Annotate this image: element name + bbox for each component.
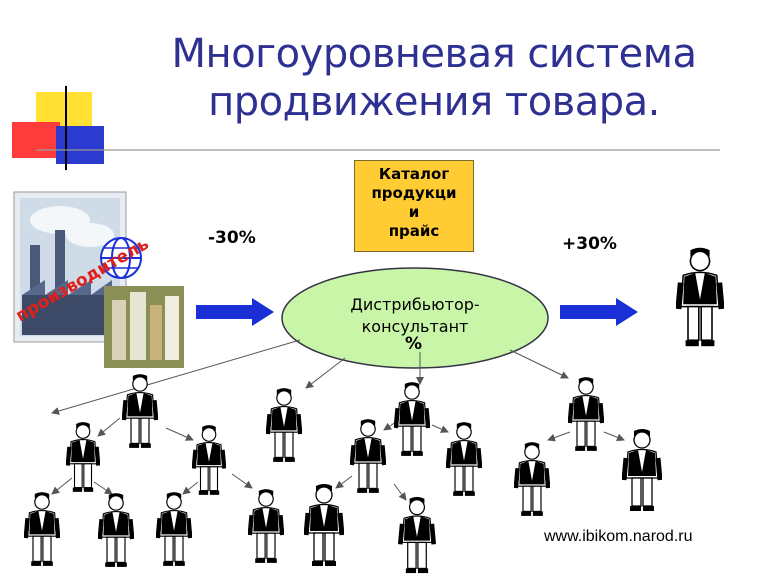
- customer-person-icon: [678, 248, 721, 346]
- right-arrow: [560, 298, 638, 326]
- person-icon: [124, 374, 156, 448]
- right-percent: +30%: [562, 234, 617, 254]
- person-icon: [400, 497, 433, 573]
- title-line-1: Многоуровневая система: [171, 31, 697, 77]
- catalog-line-2: продукци: [371, 184, 457, 202]
- left-arrow: [196, 298, 274, 326]
- person-icon: [624, 429, 660, 511]
- title-line-2: продвижения товара.: [208, 79, 660, 125]
- person-icon: [570, 377, 602, 451]
- distributor-line-2: консультант: [361, 317, 469, 336]
- catalog-line-4: прайс: [388, 222, 440, 240]
- person-icon: [268, 388, 300, 462]
- distributor: Дистрибьютор- консультант: [282, 266, 548, 370]
- distributor-oval: [281, 267, 549, 369]
- connector-lines: [51, 339, 625, 501]
- person-icon: [68, 422, 99, 492]
- left-percent: -30%: [208, 228, 256, 248]
- person-icon: [516, 442, 548, 516]
- squares-logo-icon: [12, 86, 720, 170]
- person-icon: [250, 489, 282, 563]
- person-icon: [352, 419, 384, 493]
- person-icon: [26, 492, 58, 566]
- catalog-box: Каталог продукци и прайс: [354, 160, 474, 252]
- person-icon: [158, 492, 190, 566]
- website-text: www.ibikom.narod.ru: [544, 528, 693, 545]
- person-icon: [448, 422, 480, 496]
- distributor-label: Дистрибьютор- консультант: [282, 294, 548, 338]
- person-icon: [100, 493, 132, 567]
- person-icon: [306, 484, 342, 566]
- distributor-line-1: Дистрибьютор-: [350, 295, 480, 314]
- page-title: Многоуровневая система продвижения товар…: [100, 30, 768, 126]
- catalog-line-3: и: [408, 203, 420, 221]
- catalog-line-1: Каталог: [378, 165, 450, 183]
- person-icon: [396, 382, 428, 456]
- distributor-percent: %: [405, 334, 423, 354]
- person-icon: [194, 425, 225, 495]
- globe-icon: [100, 237, 142, 279]
- cosmetics-icon: [104, 286, 184, 368]
